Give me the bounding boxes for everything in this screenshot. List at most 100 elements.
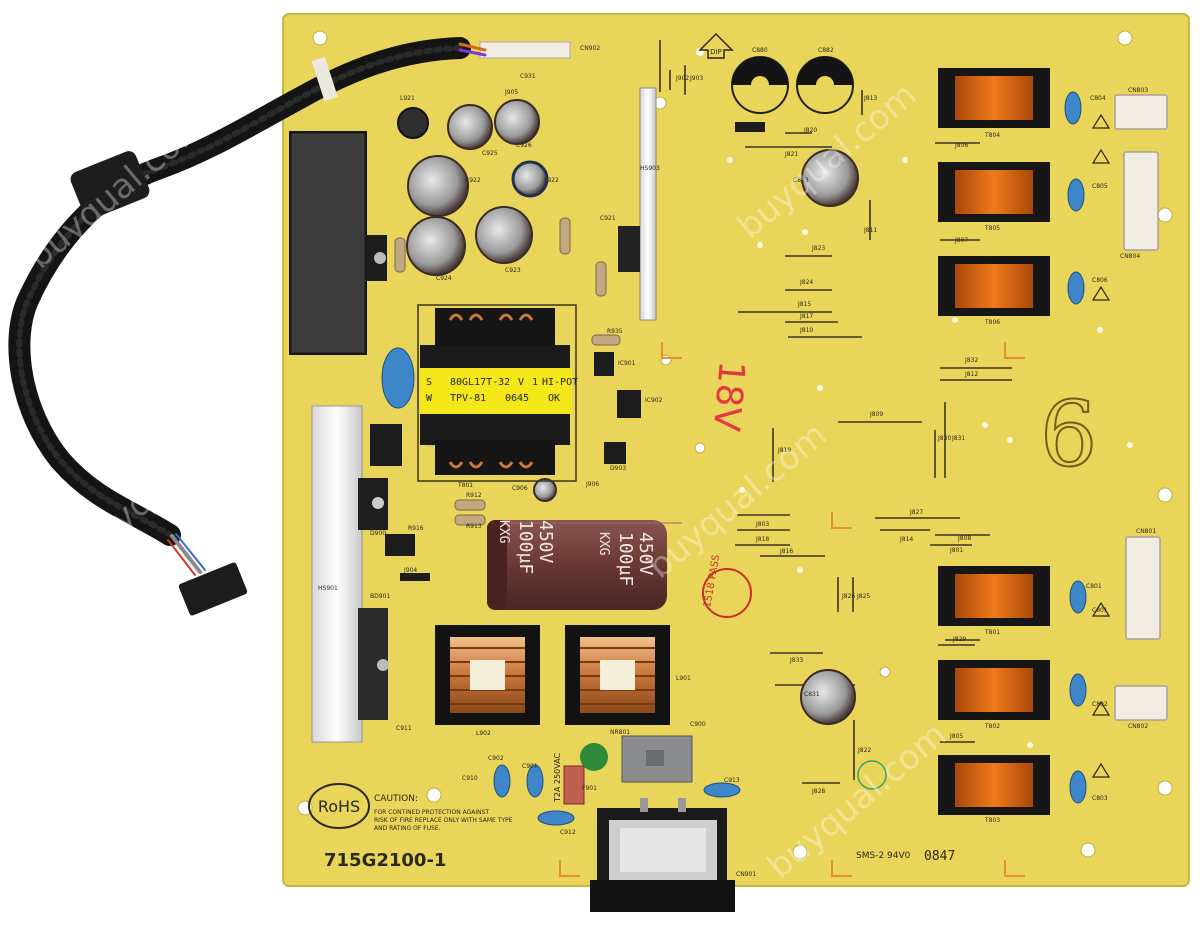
svg-text:C912: C912 (560, 829, 576, 836)
svg-text:KXG: KXG (496, 520, 511, 544)
svg-text:CN902: CN902 (580, 45, 600, 52)
svg-text:R916: R916 (408, 525, 424, 532)
svg-text:J806: J806 (954, 142, 968, 149)
svg-text:CN802: CN802 (1128, 723, 1148, 730)
svg-text:T802: T802 (984, 723, 1000, 730)
svg-text:T803: T803 (984, 817, 1000, 824)
lamp-connectors (1114, 94, 1168, 721)
inspection-stamp-ring (702, 568, 752, 618)
svg-text:J824: J824 (799, 279, 813, 286)
resistors (394, 217, 621, 526)
svg-text:J808: J808 (957, 535, 971, 542)
svg-text:L901: L901 (676, 675, 691, 682)
svg-text:J826: J826 (841, 593, 855, 600)
svg-text:BD901: BD901 (370, 593, 390, 600)
svg-text:J827: J827 (909, 509, 923, 516)
transformer-t804 (938, 68, 1050, 128)
heatsink-hs903 (639, 87, 657, 321)
svg-text:buyqual.com: buyqual.com (20, 105, 214, 277)
svg-text:HS903: HS903 (640, 165, 660, 172)
choke-l901 (565, 625, 670, 725)
transformer-t805 (938, 162, 1050, 222)
caution-title: CAUTION: (374, 794, 418, 804)
svg-text:J817: J817 (799, 313, 813, 320)
transformer-label-tape (420, 368, 572, 414)
svg-text:J809: J809 (869, 411, 883, 418)
svg-text:R935: R935 (607, 328, 623, 335)
svg-text:J812: J812 (964, 371, 978, 378)
svg-text:J811: J811 (863, 227, 877, 234)
wire-connector-plug (178, 562, 248, 616)
svg-text:S: S (426, 377, 432, 388)
bulk-capacitor-c907 (487, 520, 682, 610)
svg-text:J820: J820 (803, 127, 817, 134)
svg-text:C922: C922 (465, 177, 481, 184)
svg-text:J807: J807 (954, 237, 968, 244)
svg-text:OK: OK (548, 393, 560, 404)
svg-text:TPV-81: TPV-81 (450, 393, 486, 404)
handwritten-right: 6 (1040, 382, 1097, 487)
svg-text:C801: C801 (1092, 607, 1108, 614)
svg-text:D903: D903 (610, 465, 626, 472)
transformer-t801-inv (938, 566, 1050, 626)
svg-text:J830: J830 (937, 435, 951, 442)
caution-line-3: AND RATING OF FUSE. (374, 825, 441, 832)
cap-footprints-c880-c882 (731, 56, 854, 114)
svg-text:T806: T806 (984, 319, 1000, 326)
svg-text:L921: L921 (400, 95, 415, 102)
svg-text:J832: J832 (964, 357, 978, 364)
caution-line-2: RISK OF FIRE REPLACE ONLY WITH SAME TYPE (374, 817, 513, 824)
svg-text:C901: C901 (522, 763, 538, 770)
svg-text:C882: C882 (818, 47, 834, 54)
handwritten-left: 18V (705, 359, 752, 433)
rohs-logo-ring (308, 783, 370, 829)
svg-text:80GL17T-32: 80GL17T-32 (450, 377, 510, 388)
transformer-t802 (938, 660, 1050, 720)
transformer-label-text: S 80GL17T-32 V 1 HI-POT W TPV-81 0645 OK (426, 377, 578, 404)
svg-text:C923: C923 (505, 267, 521, 274)
ac-inlet-cn901 (590, 798, 735, 912)
svg-text:C880: C880 (752, 47, 768, 54)
svg-text:J810: J810 (799, 327, 813, 334)
svg-text:T805: T805 (984, 225, 1000, 232)
svg-text:CN803: CN803 (1128, 87, 1148, 94)
svg-text:J821: J821 (784, 151, 798, 158)
svg-text:100µF: 100µF (515, 520, 536, 574)
choke-l902 (435, 625, 540, 725)
svg-text:J903: J903 (689, 75, 703, 82)
svg-text:J902: J902 (675, 75, 689, 82)
inverter-transformers (938, 68, 1050, 815)
svg-text:J905: J905 (504, 89, 518, 96)
svg-text:C806: C806 (1092, 277, 1108, 284)
svg-text:J818: J818 (755, 536, 769, 543)
svg-text:NR801: NR801 (610, 729, 630, 736)
svg-text:450V: 450V (535, 520, 556, 564)
fuse-rating: T2A 250VAC (553, 752, 562, 803)
svg-text:J825: J825 (856, 593, 870, 600)
svg-text:J813: J813 (863, 95, 877, 102)
svg-text:J815: J815 (797, 301, 811, 308)
svg-text:J819: J819 (777, 447, 791, 454)
thermistor-nr801 (580, 743, 608, 771)
transistor-q921 (618, 226, 640, 272)
svg-text:C931: C931 (520, 73, 536, 80)
fuse-f901 (563, 765, 585, 805)
transformer-t803 (938, 755, 1050, 815)
svg-text:J823: J823 (811, 245, 825, 252)
part-number: 715G2100-1 (324, 850, 446, 871)
heatsink-hs901 (311, 405, 363, 743)
svg-text:C921: C921 (600, 215, 616, 222)
svg-text:J801: J801 (949, 547, 963, 554)
svg-text:KXG: KXG (596, 532, 611, 556)
bulk-capacitor-print: 450V 100µF KXG 450V 100µF KXG (496, 520, 656, 586)
svg-text:D900: D900 (370, 530, 386, 537)
board-date-code: 0847 (924, 849, 955, 864)
svg-text:T801: T801 (984, 629, 1000, 636)
svg-text:J904: J904 (403, 567, 417, 574)
ref-designators: CN902 C931 J905 J902 J903 L921 C925 C926… (318, 45, 1156, 878)
svg-text:C925: C925 (482, 150, 498, 157)
blue-ceramic-caps (381, 91, 1087, 826)
svg-text:DIP: DIP (710, 48, 722, 56)
svg-text:C805: C805 (1092, 183, 1108, 190)
